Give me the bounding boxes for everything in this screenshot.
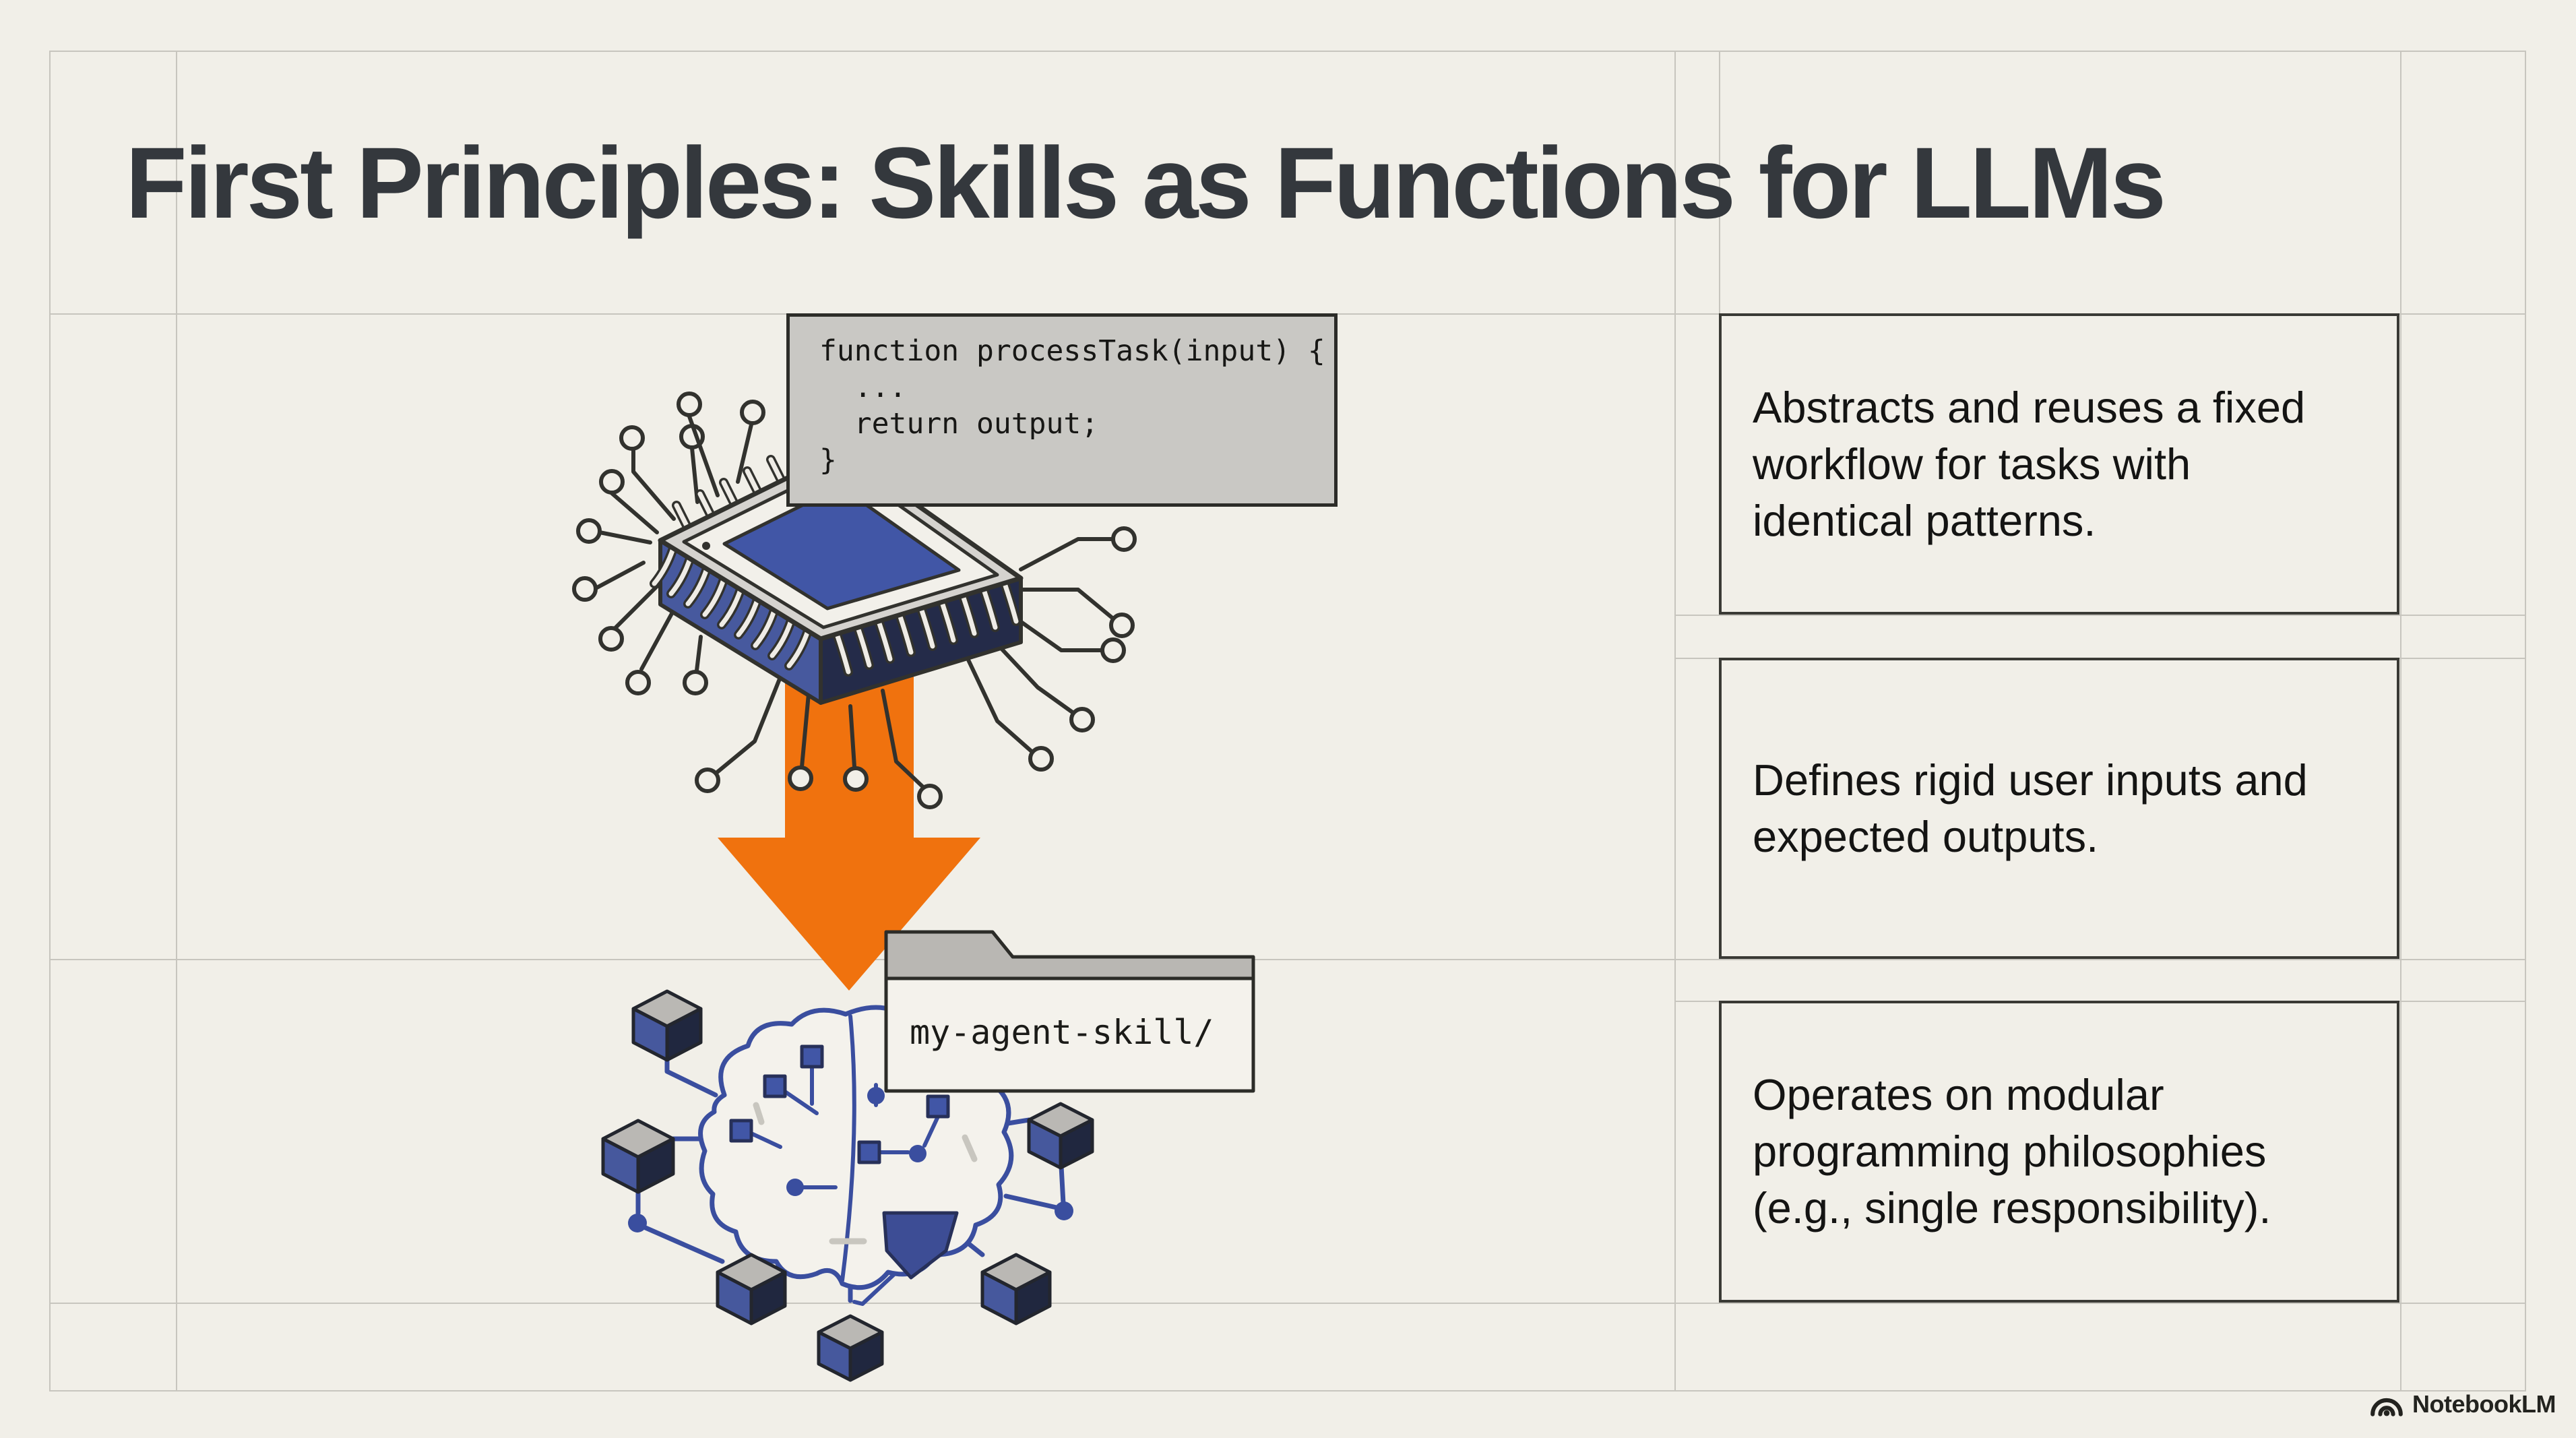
down-arrow-icon: [718, 640, 980, 991]
guide-vline: [176, 51, 177, 1390]
guide-hline: [49, 959, 2526, 960]
chip-pins: [650, 455, 1021, 677]
circuit-brain-illustration: [601, 960, 1094, 1382]
brain-cerebellum: [882, 1211, 959, 1280]
guide-vline: [1719, 51, 1720, 313]
bullet-box-1: Abstracts and reuses a fixed workflow fo…: [1719, 313, 2399, 615]
bullet-box-3: Operates on modular programming philosop…: [1719, 1001, 2399, 1303]
page-title: First Principles: Skills as Functions fo…: [125, 126, 2166, 239]
bullet-text: Abstracts and reuses a fixed workflow fo…: [1753, 382, 2306, 545]
watermark: NotebookLM: [2369, 1389, 2556, 1419]
code-line: ...: [819, 371, 907, 404]
cpu-chip-illustration: [572, 392, 1137, 809]
guide-hline: [49, 1390, 2526, 1392]
guide-vline: [2525, 51, 2526, 1390]
code-line: return output;: [819, 407, 1099, 441]
notebooklm-logo-icon: [2370, 1398, 2403, 1416]
bullet-text: Operates on modular programming philosop…: [1753, 1070, 2271, 1232]
module-cubes: [601, 989, 1094, 1382]
folder-label: my-agent-skill/: [910, 1013, 1214, 1052]
folder-illustration: [884, 930, 1255, 1093]
watermark-label: NotebookLM: [2412, 1390, 2556, 1418]
bullet-text: Defines rigid user inputs and expected o…: [1753, 755, 2308, 861]
guide-vline: [1674, 51, 1676, 1390]
guide-vline: [2400, 51, 2401, 1390]
guide-hline: [49, 1303, 2526, 1304]
chip-traces: [572, 392, 1137, 809]
code-line: }: [819, 443, 837, 477]
code-snippet-box: function processTask(input) { ... return…: [786, 313, 1338, 507]
guide-hline: [1674, 615, 2525, 616]
guide-vline: [49, 51, 51, 1390]
guide-hline: [49, 51, 2526, 52]
bullet-box-2: Defines rigid user inputs and expected o…: [1719, 658, 2399, 959]
code-line: function processTask(input) {: [819, 334, 1325, 368]
